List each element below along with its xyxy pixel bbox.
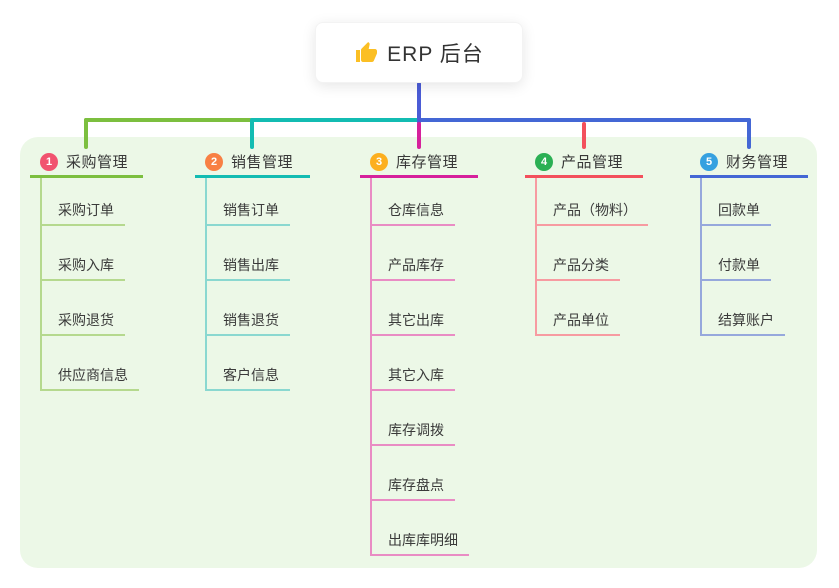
child-list: 回款单付款单结算账户 xyxy=(700,178,808,336)
branch-inventory: 3 库存管理 仓库信息产品库存其它出库其它入库库存调拨库存盘点出库库明细 xyxy=(360,148,478,556)
connector-horizontal-branch1 xyxy=(84,118,252,122)
branches-panel xyxy=(20,137,817,568)
child-node[interactable]: 销售订单 xyxy=(207,202,290,226)
child-node[interactable]: 其它入库 xyxy=(372,367,455,391)
connector-horizontal-branch5 xyxy=(417,118,751,122)
child-node-row: 结算账户 xyxy=(700,281,808,336)
child-node[interactable]: 采购入库 xyxy=(42,257,125,281)
child-node-row: 供应商信息 xyxy=(40,336,143,391)
child-list: 仓库信息产品库存其它出库其它入库库存调拨库存盘点出库库明细 xyxy=(370,178,478,556)
connector-root-vertical xyxy=(417,82,421,124)
branch-number-badge: 1 xyxy=(40,152,58,171)
child-node-row: 付款单 xyxy=(700,226,808,281)
child-node[interactable]: 采购退货 xyxy=(42,312,125,336)
child-node-row: 销售退货 xyxy=(205,281,310,336)
child-node[interactable]: 采购订单 xyxy=(42,202,125,226)
branch-number-badge: 5 xyxy=(700,152,718,171)
child-node[interactable]: 库存盘点 xyxy=(372,477,455,501)
child-list: 产品（物料） 产品分类产品单位 xyxy=(535,178,648,336)
child-node-row: 采购入库 xyxy=(40,226,143,281)
child-node-row: 库存调拨 xyxy=(370,391,478,446)
child-node-row: 产品库存 xyxy=(370,226,478,281)
connector-horizontal-branch2 xyxy=(250,118,419,122)
child-node-row: 出库库明细 xyxy=(370,501,478,556)
child-node-row: 销售订单 xyxy=(205,178,310,226)
branch-purchase: 1 采购管理 采购订单采购入库采购退货供应商信息 xyxy=(30,148,143,391)
root-node[interactable]: ERP 后台 xyxy=(315,22,523,83)
child-node[interactable]: 回款单 xyxy=(702,202,771,226)
child-node[interactable]: 产品（物料） xyxy=(537,202,648,226)
child-node-row: 回款单 xyxy=(700,178,808,226)
branch-header[interactable]: 2 销售管理 xyxy=(195,148,310,178)
child-node-row: 仓库信息 xyxy=(370,178,478,226)
thumbs-up-icon xyxy=(356,41,378,62)
child-node[interactable]: 销售出库 xyxy=(207,257,290,281)
child-node[interactable]: 结算账户 xyxy=(702,312,785,336)
branch-number-badge: 2 xyxy=(205,152,223,171)
child-list: 采购订单采购入库采购退货供应商信息 xyxy=(40,178,143,391)
child-node-row: 采购退货 xyxy=(40,281,143,336)
connector-drop-branch5 xyxy=(747,118,751,149)
child-node[interactable]: 销售退货 xyxy=(207,312,290,336)
branch-header[interactable]: 3 库存管理 xyxy=(360,148,478,178)
child-node[interactable]: 库存调拨 xyxy=(372,422,455,446)
child-node-row: 产品单位 xyxy=(535,281,643,336)
child-node-row: 采购订单 xyxy=(40,178,143,226)
branch-label: 采购管理 xyxy=(66,154,129,171)
branch-number-badge: 4 xyxy=(535,152,553,171)
child-node-row: 其它入库 xyxy=(370,336,478,391)
child-node[interactable]: 产品库存 xyxy=(372,257,455,281)
connector-drop-branch1 xyxy=(84,118,88,149)
child-node-row: 销售出库 xyxy=(205,226,310,281)
branch-number-badge: 3 xyxy=(370,152,388,171)
branch-label: 产品管理 xyxy=(561,154,624,171)
child-node[interactable]: 仓库信息 xyxy=(372,202,455,226)
child-node-row: 产品分类 xyxy=(535,226,643,281)
child-node-row: 其它出库 xyxy=(370,281,478,336)
branch-sales: 2 销售管理 销售订单销售出库销售退货客户信息 xyxy=(195,148,310,391)
branch-header[interactable]: 5 财务管理 xyxy=(690,148,808,178)
branch-finance: 5 财务管理 回款单付款单结算账户 xyxy=(690,148,808,336)
child-node[interactable]: 其它出库 xyxy=(372,312,455,336)
child-node[interactable]: 产品分类 xyxy=(537,257,620,281)
branch-header[interactable]: 1 采购管理 xyxy=(30,148,143,178)
child-node[interactable]: 供应商信息 xyxy=(42,367,139,391)
child-list: 销售订单销售出库销售退货客户信息 xyxy=(205,178,310,391)
branch-label: 财务管理 xyxy=(726,154,789,171)
branch-product: 4 产品管理 产品（物料） 产品分类产品单位 xyxy=(525,148,648,336)
child-node[interactable]: 客户信息 xyxy=(207,367,290,391)
child-node[interactable]: 产品单位 xyxy=(537,312,620,336)
connector-drop-branch2 xyxy=(250,118,254,149)
child-node[interactable]: 付款单 xyxy=(702,257,771,281)
root-node-label: ERP 后台 xyxy=(387,42,484,66)
branch-header[interactable]: 4 产品管理 xyxy=(525,148,643,178)
child-node-row: 库存盘点 xyxy=(370,446,478,501)
child-node-row: 客户信息 xyxy=(205,336,310,391)
branch-label: 销售管理 xyxy=(231,154,294,171)
connector-drop-branch3 xyxy=(417,122,421,149)
child-node[interactable]: 出库库明细 xyxy=(372,532,469,556)
child-node-row: 产品（物料） xyxy=(535,178,648,226)
branch-label: 库存管理 xyxy=(396,154,459,171)
connector-drop-branch4 xyxy=(582,122,586,149)
